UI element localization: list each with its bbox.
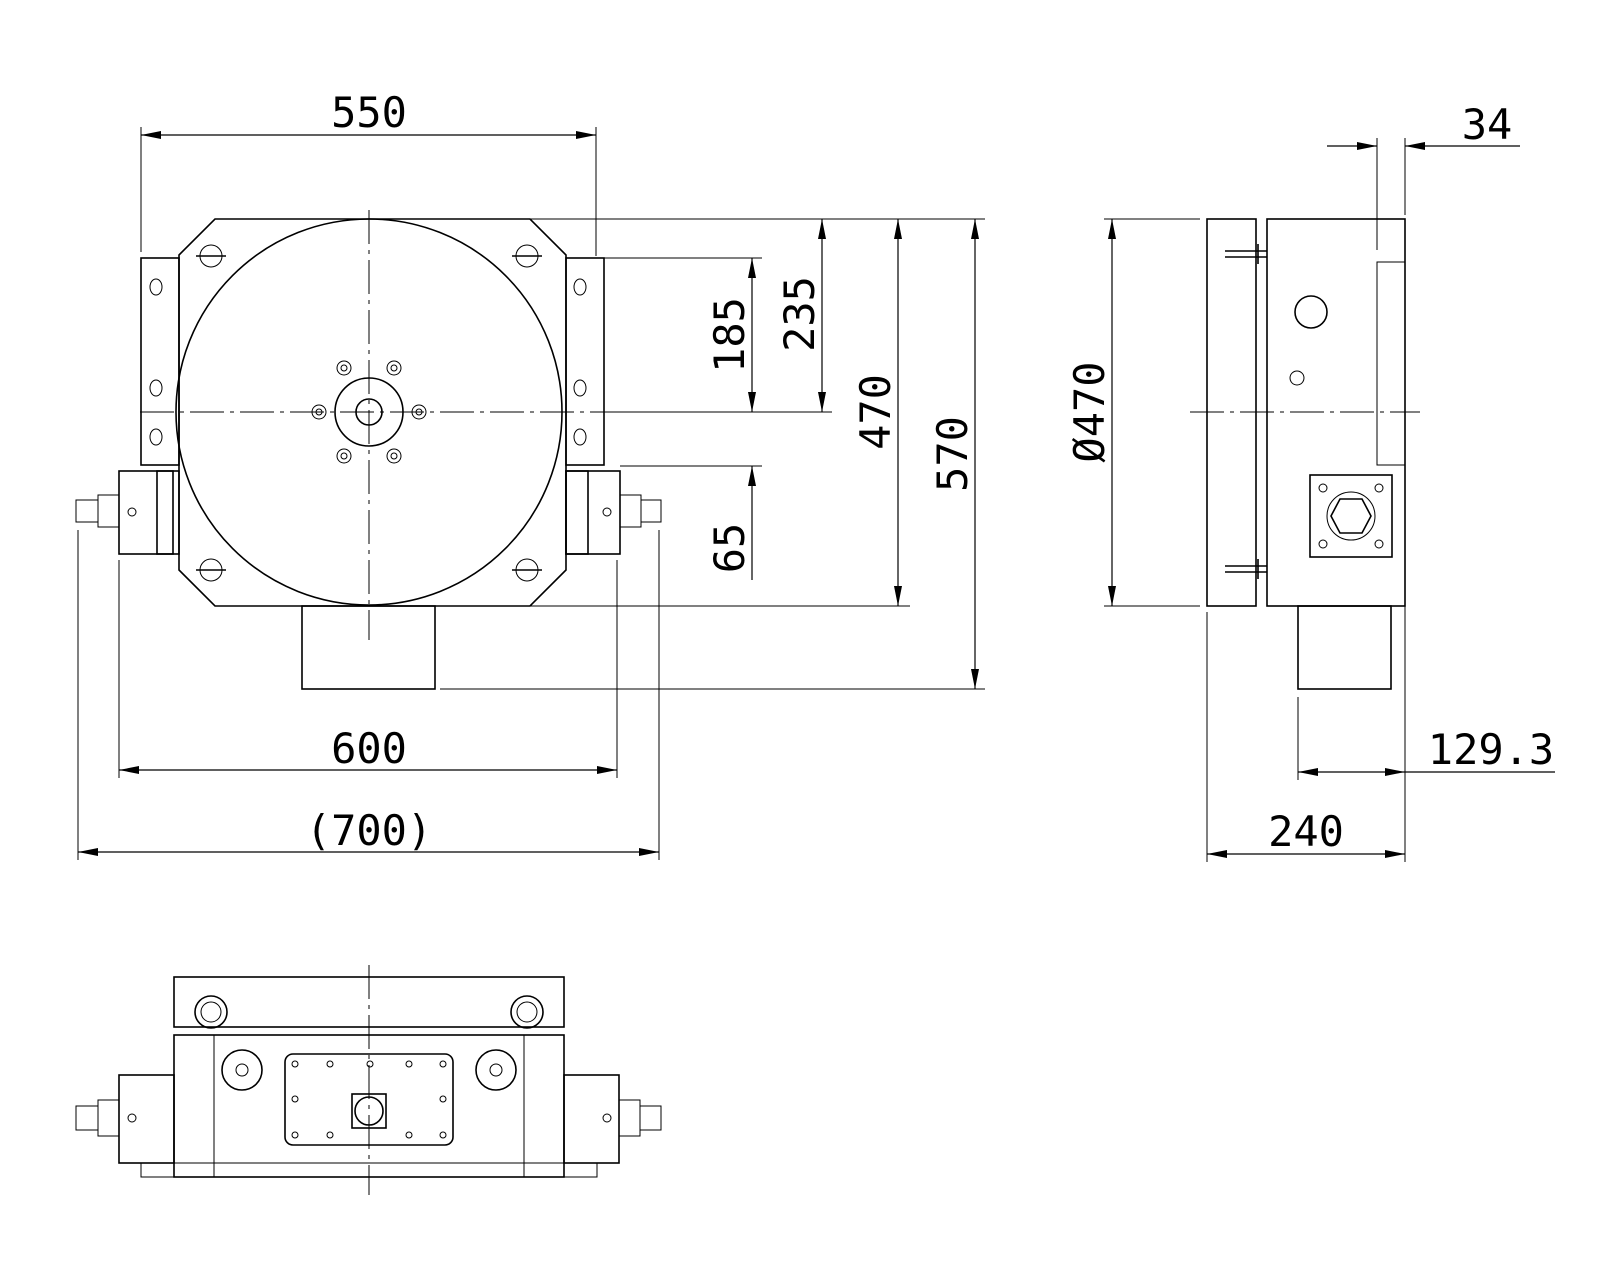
- dim-600: 600: [331, 724, 407, 773]
- bottom-view: [75, 965, 662, 1195]
- dim-570: 570: [928, 416, 977, 492]
- dim-700: (700): [306, 806, 432, 855]
- dim-129-3: 129.3: [1428, 725, 1554, 774]
- bolt-circle: [311, 360, 427, 464]
- front-view: [75, 210, 662, 690]
- dim-235: 235: [775, 276, 824, 352]
- dim-470: 470: [851, 374, 900, 450]
- front-dimensions: 550 185 65 235 470 570: [77, 88, 985, 860]
- side-view: [1190, 218, 1420, 690]
- right-mounting-plate: [565, 257, 605, 466]
- dim-65: 65: [705, 523, 754, 574]
- side-motor-box: [1297, 605, 1392, 690]
- dim-diameter-470: Ø470: [1065, 361, 1114, 462]
- side-body: [1266, 218, 1406, 607]
- right-clamp-cylinder: [565, 470, 662, 555]
- left-clamp-cylinder: [75, 470, 180, 555]
- dim-240: 240: [1268, 807, 1344, 856]
- dim-550: 550: [331, 88, 407, 137]
- side-dimensions: 34 Ø470 129.3 240: [1065, 100, 1555, 862]
- front-motor-box: [301, 605, 436, 690]
- lifting-eyes: [196, 244, 542, 582]
- left-mounting-plate: [140, 257, 180, 466]
- dim-34: 34: [1462, 100, 1513, 149]
- dim-185: 185: [705, 297, 754, 373]
